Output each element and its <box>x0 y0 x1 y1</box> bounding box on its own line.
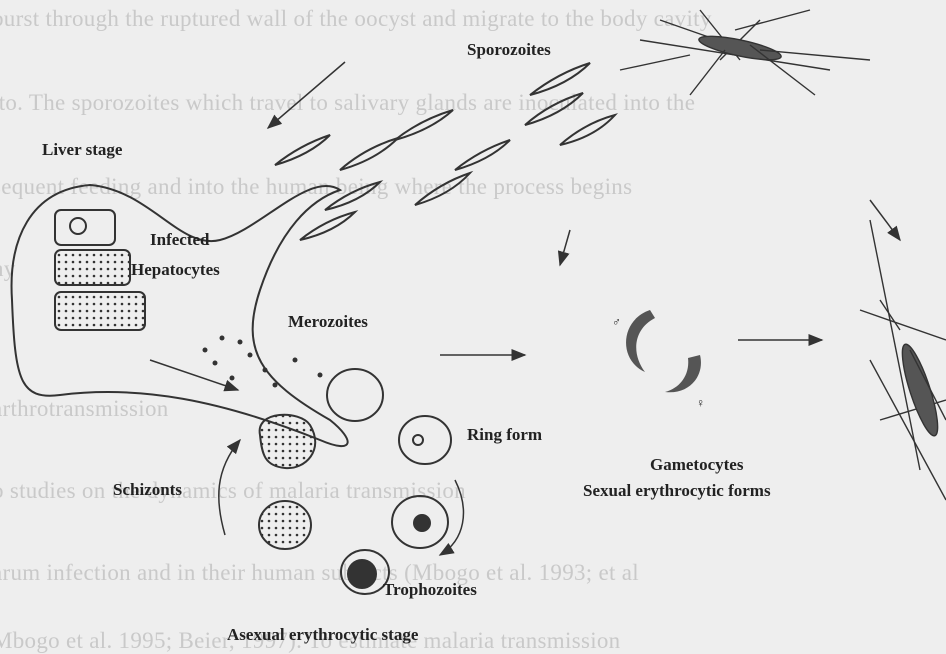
female-symbol: ♀ <box>696 396 705 411</box>
label-merozoites: Merozoites <box>288 312 368 332</box>
label-liver-stage: Liver stage <box>42 140 122 160</box>
mosquito-top-icon <box>620 10 870 95</box>
cycle-arrows <box>150 62 900 555</box>
male-symbol: ♂ <box>612 315 621 330</box>
sporozoite-cells <box>275 63 615 240</box>
label-infected: Infected <box>150 230 209 250</box>
mosquito-right-icon <box>860 220 946 500</box>
label-sexual-forms: Sexual erythrocytic forms <box>583 481 771 501</box>
label-ring-form: Ring form <box>467 425 542 445</box>
label-sporozoites: Sporozoites <box>467 40 551 60</box>
label-trophozoites: Trophozoites <box>383 580 477 600</box>
merozoite-cells <box>203 336 323 388</box>
erythrocyte-cells <box>259 369 451 594</box>
label-asexual-stage: Asexual erythrocytic stage <box>227 625 418 645</box>
label-hepatocytes: Hepatocytes <box>131 260 220 280</box>
gametocyte-cells <box>626 310 701 392</box>
label-gametocytes: Gametocytes <box>650 455 743 475</box>
label-schizonts: Schizonts <box>113 480 182 500</box>
